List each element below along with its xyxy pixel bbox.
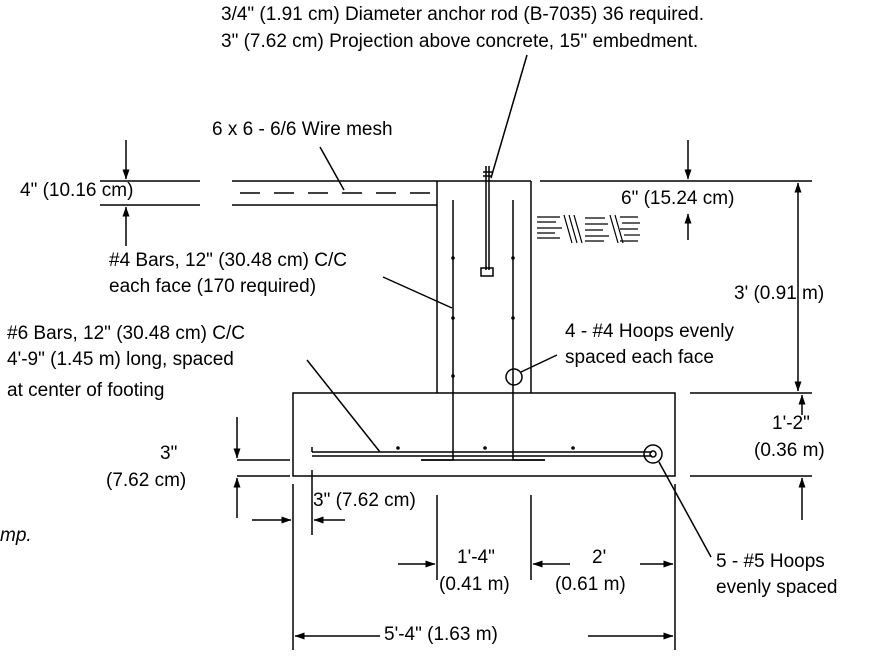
- hoop-circle-4: [505, 368, 523, 386]
- dim-2ft-label-line2: (0.61 m): [555, 574, 626, 595]
- hoops5-label-line1: 5 - #5 Hoops: [716, 551, 825, 572]
- bars4-label-line1: #4 Bars, 12" (30.48 cm) C/C: [109, 250, 348, 271]
- bars6-label-line2: 4'-9" (1.45 m) long, spaced: [7, 349, 234, 370]
- slab-outline: [232, 180, 437, 206]
- leader-hoops4: [520, 354, 558, 373]
- anchor-rod-note-line1: 3/4" (1.91 cm) Diameter anchor rod (B-70…: [221, 4, 705, 25]
- anchor-rod: [480, 166, 494, 277]
- dim-3in-label-line2: (7.62 cm): [106, 470, 187, 491]
- dim-5ft4-label: 5'-4" (1.63 m): [384, 624, 498, 645]
- dim-6in-label: 6" (15.24 cm): [621, 188, 735, 209]
- leader-anchor-rod: [490, 54, 528, 179]
- hoop-circle-5: [643, 444, 663, 464]
- dim-1ft2-label-line2: (0.36 m): [754, 440, 825, 461]
- hoops4-label-line2: spaced each face: [565, 347, 714, 368]
- dim-3in-label-line1: 3": [160, 443, 178, 464]
- leader-bars4: [382, 276, 453, 309]
- wall-outline: [436, 180, 532, 393]
- dim-1ft4-label-line1: 1'-4": [457, 547, 495, 568]
- slab-thickness-label: 4" (10.16 cm): [20, 180, 134, 201]
- bars6-label-line3: at center of footing: [7, 380, 165, 401]
- cut-off-text: mp.: [0, 525, 32, 546]
- wall-bars: [421, 200, 545, 461]
- dim-3ft-label: 3' (0.91 m): [734, 283, 825, 304]
- dim-2ft-label-line1: 2': [592, 547, 607, 568]
- hoops5-label-line2: evenly spaced: [716, 577, 838, 598]
- bars4-label-line2: each face (170 required): [109, 276, 317, 297]
- dim-1ft2-label-line1: 1'-2": [772, 413, 810, 434]
- leader-wire-mesh: [319, 146, 345, 191]
- dim-1ft4-label-line2: (0.41 m): [439, 574, 510, 595]
- footing-outline: [292, 392, 676, 477]
- dim-3in-horizontal-label: 3" (7.62 cm): [313, 490, 416, 511]
- wire-mesh-label: 6 x 6 - 6/6 Wire mesh: [212, 119, 393, 140]
- dimension-arrows: [122, 140, 806, 640]
- leader-bars6: [306, 359, 381, 453]
- hoops4-label-line1: 4 - #4 Hoops evenly: [565, 321, 734, 342]
- anchor-rod-note-line2: 3" (7.62 cm) Projection above concrete, …: [221, 31, 699, 52]
- soil-hatch: [537, 214, 640, 244]
- footing-bottom-bar: [311, 447, 652, 461]
- leader-hoops5: [658, 461, 712, 558]
- extension-lines: [100, 180, 812, 650]
- bars6-label-line1: #6 Bars, 12" (30.48 cm) C/C: [7, 323, 246, 344]
- bar-section-dots: [396, 256, 575, 450]
